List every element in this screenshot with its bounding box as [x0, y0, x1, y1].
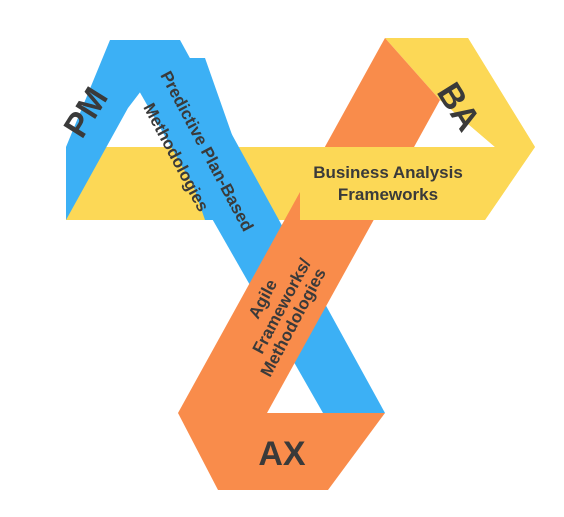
pm-band-overlap [150, 58, 262, 220]
ba-band-overlap [300, 147, 535, 220]
business-analysis-label-line2: Frameworks [338, 185, 438, 204]
ax-loop-cap [178, 413, 385, 490]
ax-loop [178, 38, 440, 490]
ax-band [178, 38, 440, 413]
ax-label: AX [258, 435, 306, 473]
ba-loop-cap-top [440, 38, 535, 147]
pm-loop-cap [66, 40, 180, 220]
business-analysis-label-line1: Business Analysis [313, 163, 463, 182]
